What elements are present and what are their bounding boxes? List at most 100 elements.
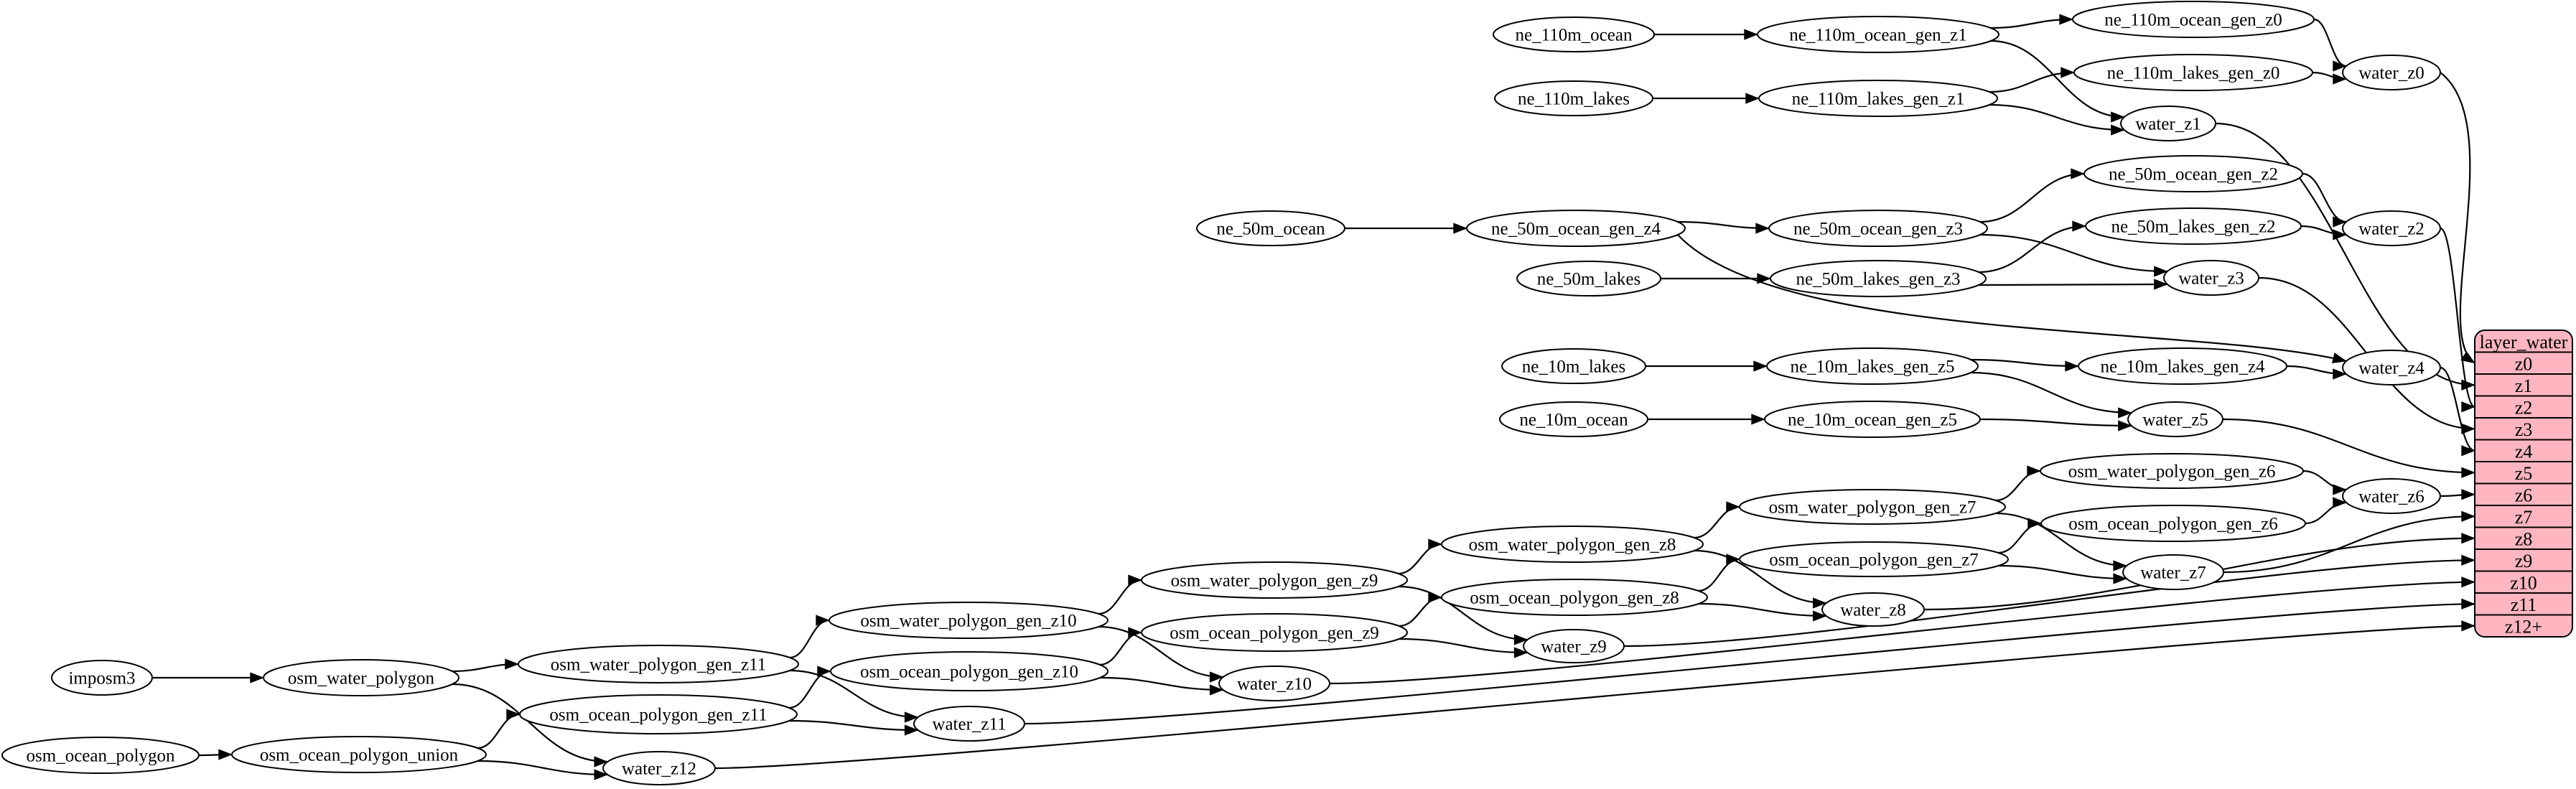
node-label-imposm3: imposm3 bbox=[68, 669, 135, 688]
node-label-water_z8: water_z8 bbox=[1840, 601, 1906, 620]
node-ellipse-osm_ocean_polygon_gen_z9 bbox=[1141, 613, 1408, 652]
edge-osm_water_polygon-to-osm_water_polygon_gen_z11 bbox=[452, 658, 519, 673]
node-label-osm_water_polygon_gen_z10: osm_water_polygon_gen_z10 bbox=[860, 612, 1076, 631]
node-water_z8: water_z8 bbox=[1821, 592, 1925, 627]
node-ne_50m_lakes: ne_50m_lakes bbox=[1516, 261, 1661, 297]
node-ellipse-ne_110m_lakes_gen_z1 bbox=[1758, 80, 1998, 117]
node-ellipse-osm_water_polygon_gen_z11 bbox=[518, 645, 799, 683]
edge-osm_ocean_polygon_gen_z10-to-osm_ocean_polygon_gen_z9 bbox=[1099, 627, 1142, 666]
edge-osm_water_polygon-to-water_z12 bbox=[452, 683, 609, 767]
node-ellipse-osm_ocean_polygon_gen_z11 bbox=[519, 694, 798, 734]
edge-water_z10-to-layer-water-z10 bbox=[1329, 576, 2475, 685]
table-row-z7: z7 bbox=[2515, 507, 2533, 528]
node-ellipse-ne_50m_ocean_gen_z2 bbox=[2083, 155, 2303, 192]
table-row-z10: z10 bbox=[2510, 572, 2537, 593]
node-ellipse-osm_water_polygon_gen_z10 bbox=[829, 602, 1109, 639]
edge-ne_50m_lakes_gen_z3-to-ne_50m_lakes_gen_z2 bbox=[1978, 220, 2086, 274]
node-ellipse-ne_50m_lakes_gen_z2 bbox=[2085, 207, 2302, 245]
edge-ne_50m_ocean_gen_z4-to-water_z4 bbox=[1677, 234, 2347, 363]
edges-layer bbox=[152, 14, 2475, 780]
node-label-ne_10m_lakes_gen_z5: ne_10m_lakes_gen_z5 bbox=[1790, 358, 1954, 377]
edge-water_z11-to-layer-water-z11 bbox=[1024, 598, 2475, 725]
table-row-z6: z6 bbox=[2515, 485, 2533, 505]
node-ellipse-osm_ocean_polygon bbox=[1, 737, 200, 774]
node-ellipse-ne_110m_ocean bbox=[1493, 17, 1655, 52]
node-ellipse-osm_ocean_polygon_gen_z6 bbox=[2040, 505, 2306, 542]
node-ellipse-water_z8 bbox=[1821, 592, 1925, 627]
edge-ne_50m_ocean_gen_z2-to-water_z2 bbox=[2302, 172, 2347, 228]
node-ellipse-osm_water_polygon_gen_z6 bbox=[2040, 453, 2304, 489]
node-ellipse-ne_10m_ocean_gen_z5 bbox=[1764, 401, 1981, 438]
edge-ne_10m_lakes_gen_z5-to-water_z5 bbox=[1971, 371, 2132, 419]
table-row-z12+: z12+ bbox=[2505, 616, 2542, 637]
node-water_z3: water_z3 bbox=[2163, 260, 2259, 296]
edge-osm_water_polygon_gen_z8-to-water_z8 bbox=[1694, 549, 1827, 609]
edge-osm_water_polygon_gen_z7-to-water_z7 bbox=[1995, 512, 2127, 571]
node-label-water_z11: water_z11 bbox=[932, 715, 1006, 734]
node-ellipse-osm_water_polygon_gen_z7 bbox=[1739, 489, 2006, 525]
edge-osm_water_polygon_gen_z11-to-osm_water_polygon_gen_z10 bbox=[789, 615, 830, 659]
node-water_z1: water_z1 bbox=[2120, 106, 2216, 141]
node-label-ne_110m_ocean_gen_z1: ne_110m_ocean_gen_z1 bbox=[1789, 26, 1967, 45]
edge-ne_110m_lakes_gen_z1-to-ne_110m_lakes_gen_z0 bbox=[1989, 67, 2075, 93]
node-osm_water_polygon_gen_z7: osm_water_polygon_gen_z7 bbox=[1739, 489, 2006, 525]
node-label-water_z10: water_z10 bbox=[1237, 675, 1312, 694]
edge-osm_water_polygon_gen_z11-to-water_z11 bbox=[789, 669, 919, 723]
node-osm_ocean_polygon_gen_z8: osm_ocean_polygon_gen_z8 bbox=[1441, 579, 1708, 616]
edge-osm_ocean_polygon_gen_z7-to-water_z7 bbox=[1998, 564, 2127, 584]
node-ellipse-water_z2 bbox=[2342, 210, 2441, 246]
node-ellipse-ne_10m_lakes bbox=[1501, 348, 1646, 384]
node-label-water_z12: water_z12 bbox=[622, 760, 696, 779]
node-label-osm_water_polygon_gen_z6: osm_water_polygon_gen_z6 bbox=[2068, 462, 2276, 482]
node-water_z5: water_z5 bbox=[2127, 401, 2223, 437]
node-osm_water_polygon_gen_z8: osm_water_polygon_gen_z8 bbox=[1441, 526, 1704, 563]
edge-osm_ocean_polygon_gen_z10-to-water_z10 bbox=[1099, 676, 1224, 696]
node-ellipse-water_z7 bbox=[2122, 554, 2224, 590]
node-ellipse-water_z9 bbox=[1523, 629, 1625, 663]
node-ellipse-ne_50m_ocean_gen_z3 bbox=[1768, 210, 1988, 247]
edge-water_z5-to-layer-water-z5 bbox=[2222, 418, 2475, 478]
edge-osm_water_polygon_gen_z7-to-osm_water_polygon_gen_z6 bbox=[1995, 465, 2041, 502]
edge-osm_ocean_polygon_gen_z8-to-osm_ocean_polygon_gen_z7 bbox=[1698, 554, 1740, 592]
node-label-water_z1: water_z1 bbox=[2135, 115, 2201, 134]
node-ellipse-ne_50m_lakes bbox=[1516, 261, 1661, 297]
edge-osm_ocean_polygon_gen_z9-to-osm_ocean_polygon_gen_z8 bbox=[1399, 592, 1442, 627]
edge-osm_water_polygon_gen_z10-to-water_z10 bbox=[1098, 625, 1224, 683]
node-ne_10m_lakes_gen_z5: ne_10m_lakes_gen_z5 bbox=[1766, 347, 1979, 385]
table-row-z4: z4 bbox=[2515, 441, 2533, 462]
node-ellipse-ne_110m_lakes_gen_z0 bbox=[2073, 54, 2313, 91]
edge-ne_110m_ocean_gen_z1-to-ne_110m_ocean_gen_z0 bbox=[1990, 14, 2073, 29]
edge-ne_110m_ocean_gen_z1-to-water_z1 bbox=[1990, 39, 2125, 123]
node-label-ne_50m_ocean_gen_z2: ne_50m_ocean_gen_z2 bbox=[2109, 165, 2278, 185]
node-label-osm_water_polygon: osm_water_polygon bbox=[288, 669, 435, 688]
node-ellipse-ne_10m_lakes_gen_z4 bbox=[2078, 347, 2287, 385]
edge-osm_ocean_polygon_gen_z11-to-water_z11 bbox=[788, 719, 919, 736]
node-label-ne_50m_lakes_gen_z3: ne_50m_lakes_gen_z3 bbox=[1796, 270, 1960, 289]
node-label-water_z4: water_z4 bbox=[2358, 359, 2425, 378]
edge-osm_ocean_polygon_gen_z11-to-osm_ocean_polygon_gen_z10 bbox=[788, 666, 831, 709]
node-label-osm_ocean_polygon_gen_z11: osm_ocean_polygon_gen_z11 bbox=[549, 706, 767, 725]
node-label-water_z6: water_z6 bbox=[2358, 487, 2425, 507]
edge-ne_110m_ocean_gen_z0-to-water_z0 bbox=[2313, 18, 2347, 72]
table-row-z11: z11 bbox=[2511, 594, 2537, 615]
edge-ne_50m_lakes_gen_z3-to-water_z3 bbox=[1978, 279, 2168, 290]
node-ellipse-water_z1 bbox=[2120, 106, 2216, 141]
edge-ne_50m_ocean_gen_z3-to-ne_50m_ocean_gen_z2 bbox=[1979, 168, 2085, 223]
node-ne_50m_lakes_gen_z3: ne_50m_lakes_gen_z3 bbox=[1770, 260, 1987, 297]
node-label-ne_110m_ocean_gen_z0: ne_110m_ocean_gen_z0 bbox=[2104, 11, 2282, 30]
table-row-z5: z5 bbox=[2515, 463, 2533, 484]
node-ellipse-ne_50m_ocean_gen_z4 bbox=[1466, 210, 1686, 247]
layer-water-table-title: layer_water bbox=[2480, 332, 2568, 353]
edge-osm_water_polygon_gen_z6-to-water_z6 bbox=[2302, 470, 2347, 495]
edge-ne_110m_lakes_gen_z1-to-water_z1 bbox=[1989, 103, 2125, 136]
node-water_z9: water_z9 bbox=[1523, 629, 1625, 663]
node-ellipse-ne_10m_lakes_gen_z5 bbox=[1766, 347, 1979, 385]
node-ellipse-water_z0 bbox=[2342, 55, 2441, 90]
node-water_z7: water_z7 bbox=[2122, 554, 2224, 590]
node-label-ne_50m_lakes_gen_z2: ne_50m_lakes_gen_z2 bbox=[2111, 218, 2275, 237]
node-label-ne_110m_lakes_gen_z0: ne_110m_lakes_gen_z0 bbox=[2107, 64, 2280, 83]
node-ellipse-imposm3 bbox=[51, 660, 153, 696]
node-ellipse-osm_water_polygon_gen_z8 bbox=[1441, 526, 1704, 563]
